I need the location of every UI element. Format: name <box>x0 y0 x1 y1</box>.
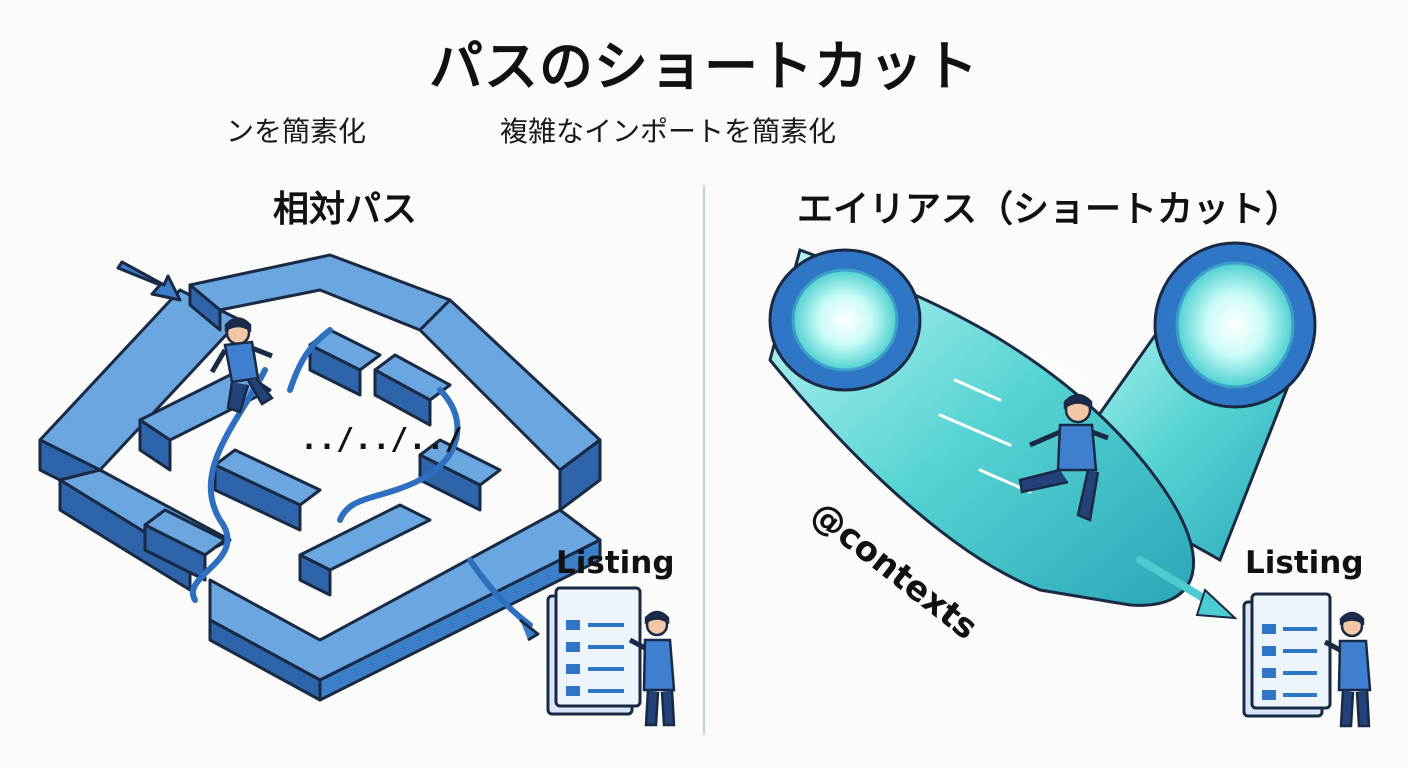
panel-divider <box>703 185 705 735</box>
maze-illustration <box>38 253 602 702</box>
relative-path-heading: 相対パス <box>273 189 418 230</box>
right-listing-person <box>1323 611 1372 728</box>
page-subtitle: 複雑なインポートを簡素化 <box>500 115 837 148</box>
right-listing-document <box>1242 592 1332 718</box>
maze-person-figure <box>209 317 274 414</box>
left-listing-label: Listing <box>556 545 675 581</box>
relative-path-label: ../../../ <box>300 422 463 457</box>
left-listing-person <box>628 610 676 727</box>
right-listing-label: Listing <box>1245 545 1364 581</box>
maze-path-arrows <box>189 327 533 628</box>
maze-entry-arrow <box>116 260 182 302</box>
alias-heading: エイリアス（ショートカット） <box>797 189 1302 230</box>
subtitle-fragment: ンを簡素化 <box>226 115 367 148</box>
tube-exit-arrow <box>1136 556 1238 620</box>
maze-exit-arrow <box>519 618 540 642</box>
page-title: パスのショートカット <box>429 35 979 98</box>
left-listing-document <box>546 586 642 716</box>
tube-person-figure <box>1018 393 1109 522</box>
maze-walls <box>38 253 602 702</box>
